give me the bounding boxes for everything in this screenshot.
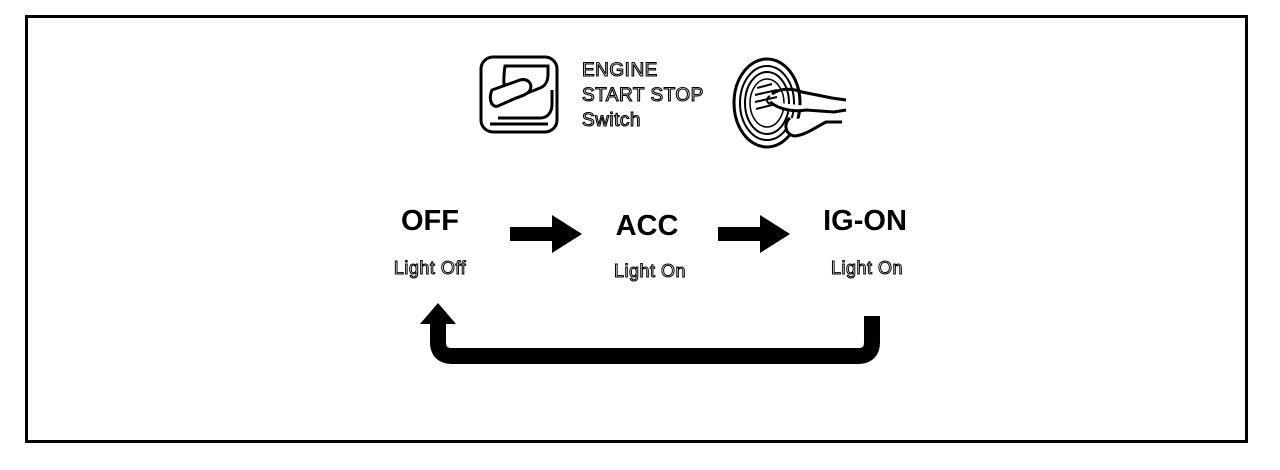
- state-acc-label: ACC: [615, 210, 679, 242]
- switch-label-line3: Switch: [581, 109, 641, 131]
- state-off-label: OFF: [401, 205, 459, 237]
- return-arrow-igon-to-off: [420, 303, 880, 364]
- state-acc-sublabel: Light On: [613, 261, 687, 282]
- arrow-acc-to-igon: [718, 215, 790, 253]
- state-igon-sublabel: Light On: [830, 258, 904, 279]
- state-igon-label: IG-ON: [823, 205, 907, 237]
- switch-label-line1: ENGINE: [581, 59, 658, 81]
- state-off-sublabel: Light Off: [393, 258, 467, 279]
- arrow-off-to-acc: [510, 215, 582, 253]
- diagram-frame: [25, 15, 1248, 443]
- switch-label-line2: START STOP: [581, 84, 704, 106]
- seat-icon: [479, 55, 559, 134]
- push-button-icon: [732, 57, 847, 149]
